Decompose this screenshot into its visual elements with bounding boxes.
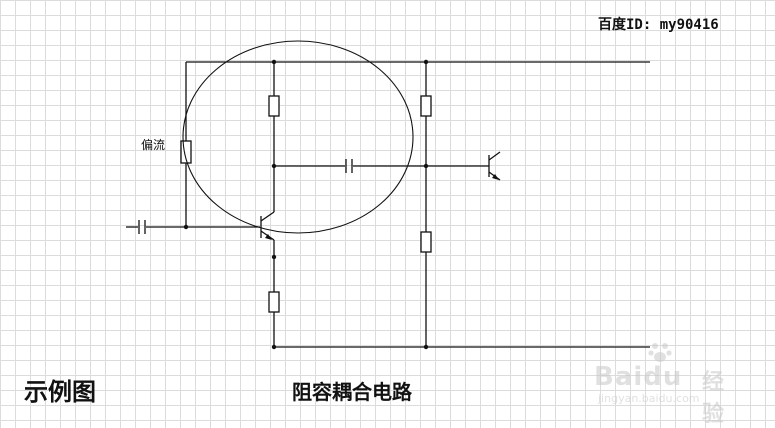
transistor2-arrow xyxy=(492,174,499,180)
circuit-title: 阻容耦合电路 xyxy=(292,380,412,404)
junction-dot xyxy=(183,224,189,230)
watermark-cn: 经验 xyxy=(702,370,725,427)
paw-icon xyxy=(648,343,672,362)
junction-dot xyxy=(423,59,429,65)
divider-resistor-upper xyxy=(420,95,432,117)
watermark-url: jingyan.baidu.com xyxy=(598,392,700,405)
watermark-text: Baidu xyxy=(594,362,683,392)
junction-dot xyxy=(271,344,277,350)
transistor1-arrow xyxy=(265,234,272,240)
bias-label: 偏流 xyxy=(141,138,166,152)
divider-resistor-lower xyxy=(420,231,432,253)
transistor2-collector xyxy=(488,151,501,161)
junction-dot xyxy=(271,254,277,260)
highlight-ellipse xyxy=(182,40,414,234)
transistor1-collector xyxy=(260,211,275,222)
author-id-label: 百度ID: my90416 xyxy=(598,17,719,33)
emitter-resistor xyxy=(268,291,280,313)
example-caption: 示例图 xyxy=(24,377,96,406)
junction-dot xyxy=(423,344,429,350)
junction-dot xyxy=(271,59,277,65)
junction-dot xyxy=(423,163,429,169)
junction-dot xyxy=(271,163,277,169)
collector-resistor xyxy=(268,95,280,117)
